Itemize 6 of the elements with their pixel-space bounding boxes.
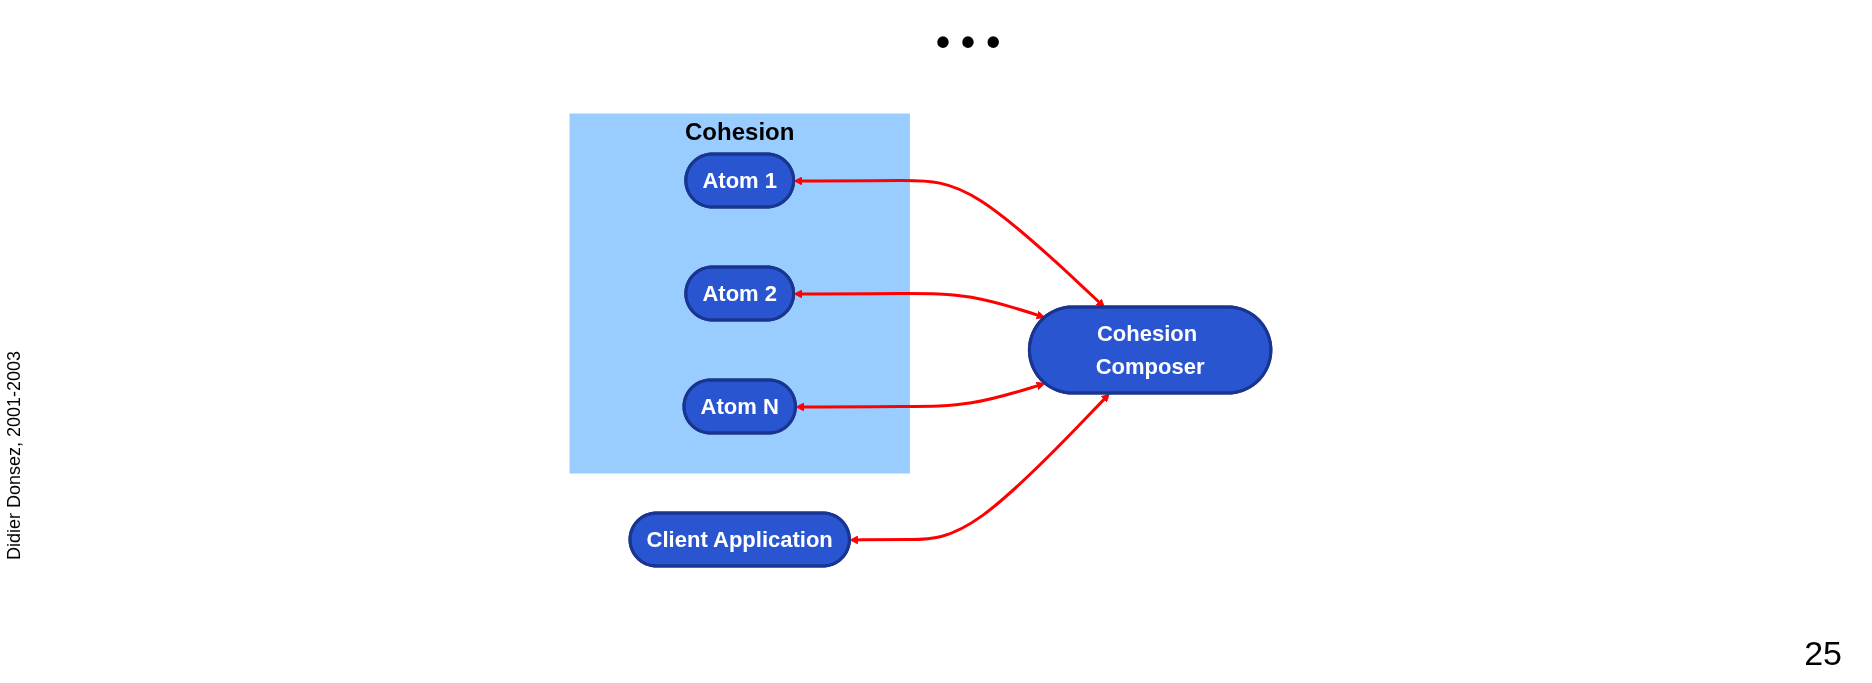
arrow bbox=[793, 289, 1045, 320]
copyright-note: Didier Donsez, 2001-2003 bbox=[4, 350, 25, 560]
page-number: 25 bbox=[1804, 634, 1842, 673]
arrow bbox=[849, 393, 1110, 545]
ellipsis-dots: • • • bbox=[936, 20, 1001, 65]
arrow bbox=[795, 381, 1045, 412]
